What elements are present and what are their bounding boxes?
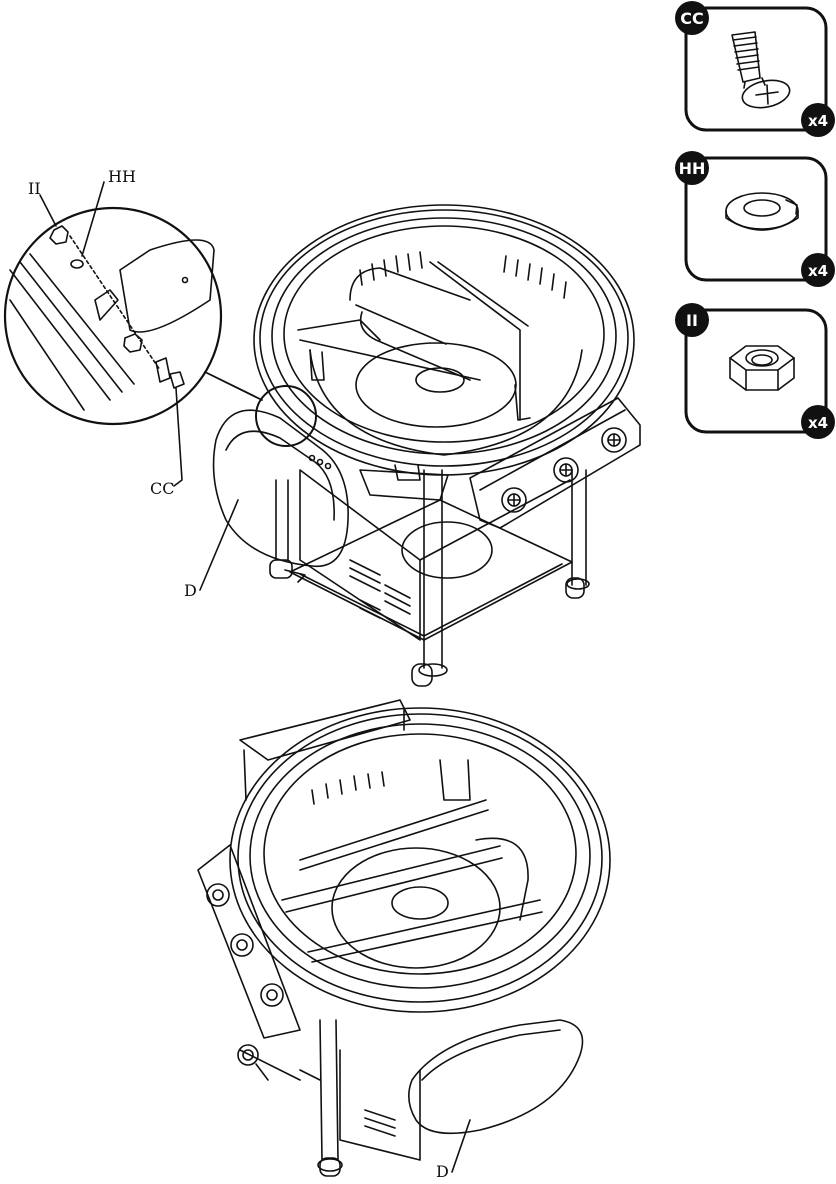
control-knob-icon [261,984,283,1006]
leader-ii [40,195,56,226]
label-d-top: D [184,581,197,600]
lock-washer-icon [726,193,798,230]
leader-d-bottom [452,1120,470,1172]
label-cc: CC [150,479,174,498]
grill-bottom-firebox [230,708,610,1012]
qty-and-id-badges: CC x4 HH x4 II x4 [675,1,835,439]
control-knob-icon [231,934,253,956]
badge-id-cc: CC [680,9,703,28]
detail-magnifier [5,182,316,590]
label-ii: II [28,179,41,198]
label-d-bottom: D [436,1162,449,1181]
control-knob-icon [554,458,578,482]
leader-d-top [200,500,238,590]
badge-qty-ii: x4 [808,414,828,432]
control-panel-bottom [198,845,300,1038]
badge-qty-hh: x4 [808,262,828,280]
side-table-bottom [409,1020,583,1133]
badge-id-ii: II [686,311,698,330]
hex-nut-icon [730,346,794,390]
grill-top-firebox [254,205,634,475]
grill-bottom-view [198,700,610,1176]
callout-labels: II HH CC D D [28,167,449,1181]
label-hh: HH [108,167,136,186]
control-knob-icon [207,884,229,906]
side-table-top [214,410,349,566]
parts-panel [686,8,826,432]
badge-id-hh: HH [679,159,706,178]
control-knob-icon [602,428,626,452]
shoulder-bolt-icon [732,32,792,112]
badge-qty-cc: x4 [808,112,828,130]
grease-tray-top [360,465,448,500]
grill-top-cabinet [300,470,570,640]
grill-top-bottom-shelf [290,500,572,640]
leader-hh [82,182,104,256]
control-knob-icon [502,488,526,512]
control-panel-top [470,398,640,528]
